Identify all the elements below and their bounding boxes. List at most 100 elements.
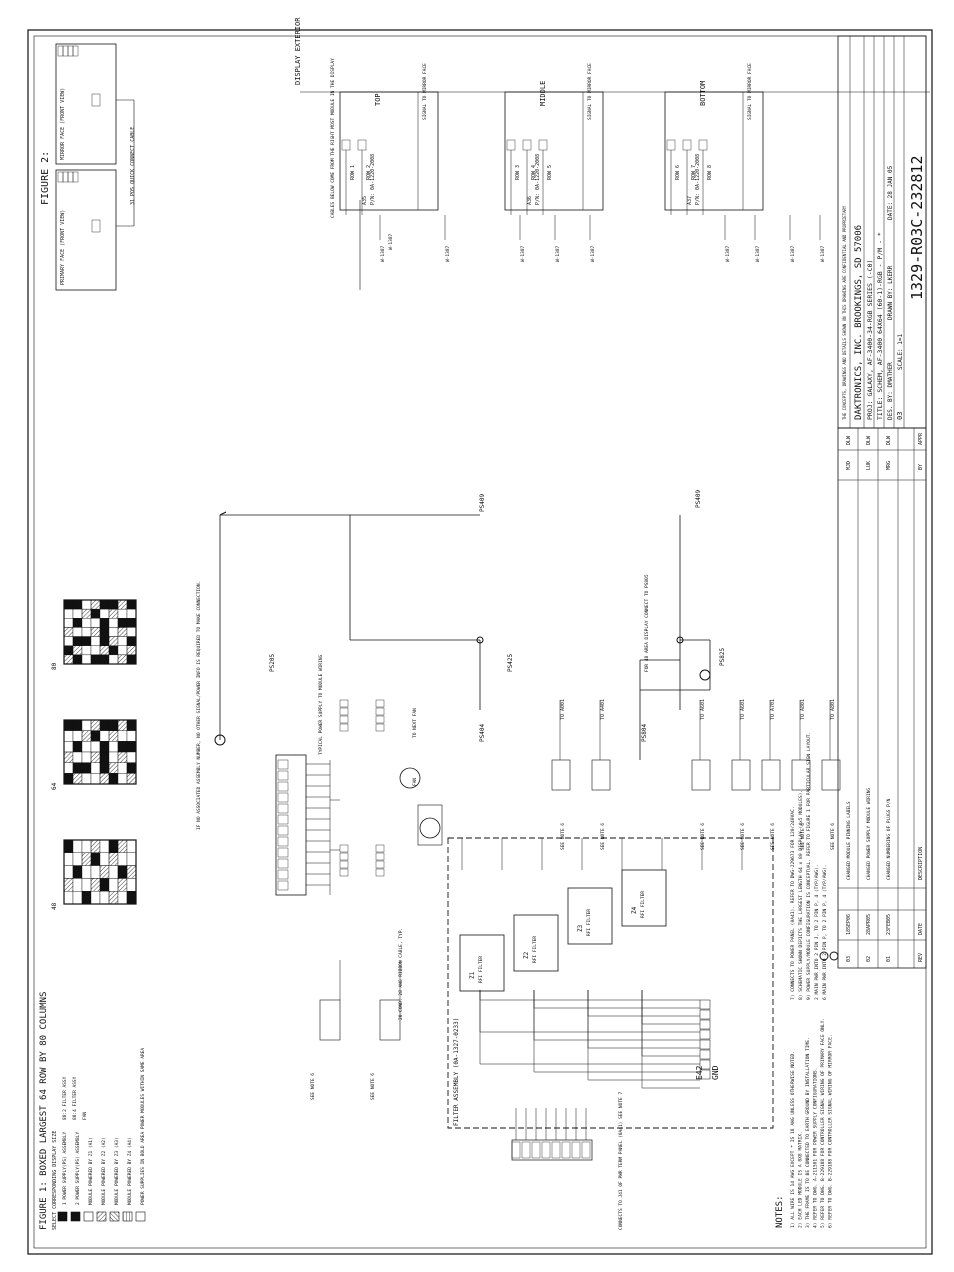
rev-date-header: DATE bbox=[918, 923, 924, 935]
pin-cell bbox=[57, 171, 64, 183]
module-plug bbox=[375, 860, 385, 869]
module-row-label: ROW 6 bbox=[675, 165, 681, 180]
pin-cell bbox=[72, 171, 79, 183]
module-plug bbox=[339, 699, 349, 708]
power-supply-block: TYPICAL POWER SUPPLY TO MODULE WIRING bbox=[275, 654, 385, 896]
harness-plug bbox=[731, 759, 751, 791]
module-cell bbox=[63, 730, 74, 742]
module-cell bbox=[81, 878, 92, 892]
harness-plug bbox=[791, 759, 811, 791]
input-pin bbox=[581, 1141, 591, 1159]
module-cell bbox=[90, 773, 101, 785]
filter-ref: Z2 bbox=[523, 951, 530, 959]
module-part-number: P/N: 0A-1220-2008 bbox=[370, 154, 376, 205]
row-connector bbox=[538, 139, 548, 151]
legend-entry: MODULE POWERED BY Z2 (A2) bbox=[101, 1137, 107, 1205]
module-cell bbox=[63, 645, 74, 656]
note-line: 1) ALL WIRE IS 14 AWG EXCEPT * IS 18 AWG… bbox=[790, 1051, 796, 1228]
primary-face-box bbox=[55, 169, 117, 291]
module-cell bbox=[63, 618, 74, 628]
wire-label: W-1387 bbox=[590, 245, 596, 262]
module-cell bbox=[117, 852, 128, 866]
input-connector: CONNECTS TO J41 OF PWR TERM PANEL (0A41)… bbox=[511, 1092, 624, 1230]
module-cell bbox=[72, 645, 83, 656]
module-cell bbox=[81, 839, 92, 854]
input-pin bbox=[511, 1141, 521, 1159]
module-cell bbox=[117, 719, 128, 731]
module-part-number: P/N: 0A-1220-2008 bbox=[695, 154, 701, 205]
harness-plug bbox=[821, 759, 841, 791]
rev-number: 01 bbox=[886, 956, 892, 962]
module-cell bbox=[108, 719, 119, 731]
note-line: 4) REFER TO DWG. A-211501 FOR POWER SUPP… bbox=[813, 1068, 819, 1228]
rev-date: 23FEB05 bbox=[886, 914, 892, 935]
module-cell bbox=[108, 618, 119, 628]
drawing-number: 1329-R03C-232812 bbox=[908, 156, 926, 301]
filter-ref: Z4 bbox=[631, 906, 638, 914]
module-cell bbox=[99, 878, 110, 892]
row-connector bbox=[506, 139, 516, 151]
module-cell bbox=[90, 618, 101, 628]
module-cell bbox=[63, 773, 74, 785]
input-pin bbox=[571, 1141, 581, 1159]
note-line: 6 MAIN PWR INTO 2 PIN P, TO 2 PIN P, 4 (… bbox=[822, 864, 828, 1000]
module-cell bbox=[108, 627, 119, 637]
row-connector bbox=[357, 139, 367, 151]
module-cell bbox=[126, 719, 137, 731]
display-outline bbox=[63, 719, 137, 785]
notes-title: NOTES: bbox=[775, 1195, 785, 1228]
module-cell bbox=[72, 852, 83, 866]
see-note-label: SEE NOTE 6 bbox=[830, 823, 836, 850]
e42-label: E42 bbox=[695, 1065, 704, 1080]
module-cell bbox=[72, 730, 83, 742]
module-cell bbox=[126, 627, 137, 637]
see-note-label: SEE NOTE 6 bbox=[600, 823, 606, 850]
ground-terminal bbox=[699, 1009, 711, 1020]
legend-extra: 88:4 FILTER ASSY bbox=[72, 1076, 78, 1120]
gnd-label: GND bbox=[711, 1065, 720, 1080]
rev-number: 03 bbox=[846, 956, 852, 962]
module-cell bbox=[81, 865, 92, 879]
module-cell bbox=[72, 741, 83, 753]
legend-entry: MODULE POWERED BY Z4 (A4) bbox=[127, 1137, 133, 1205]
module-cell bbox=[99, 741, 110, 753]
drawn-by-text: DRAWN BY: LKERR bbox=[887, 265, 894, 320]
module-cell bbox=[126, 762, 137, 774]
module-row-label: ROW 3 bbox=[515, 165, 521, 180]
scale-text: SCALE: 1=1 bbox=[897, 333, 904, 370]
wire-label: W-1387 bbox=[755, 245, 761, 262]
module-cell bbox=[117, 730, 128, 742]
module-cell bbox=[63, 627, 74, 637]
module-cell bbox=[126, 891, 137, 905]
module-cell bbox=[72, 608, 83, 619]
rev-header: REV bbox=[918, 953, 924, 962]
module-cell bbox=[63, 891, 74, 905]
module-cell bbox=[90, 741, 101, 753]
rev-description: CHANGED MODULE PINNING LABELS bbox=[846, 801, 852, 880]
filter-subtitle: RFI FILTER bbox=[586, 909, 592, 936]
module-cell bbox=[72, 773, 83, 785]
module-cell bbox=[99, 618, 110, 628]
module-cell bbox=[81, 730, 92, 742]
module-cell bbox=[81, 751, 92, 763]
rev-date: 18SEP06 bbox=[846, 914, 852, 935]
wire-label: W-1387 bbox=[820, 245, 826, 262]
module-cell bbox=[63, 751, 74, 763]
quick-connect-label: 31 POS QUICK CONNECT CABLE bbox=[130, 127, 136, 205]
module-ref: A37 bbox=[687, 196, 693, 205]
typical-ps-note: TYPICAL POWER SUPPLY TO MODULE WIRING bbox=[318, 654, 324, 755]
input-pin bbox=[551, 1141, 561, 1159]
figure-2: FIGURE 2: PRIMARY FACE (FRONT VIEW) MIRR… bbox=[40, 43, 136, 291]
note-line: 7) CONNECTS TO POWER PANEL (0A41). REFER… bbox=[790, 806, 796, 1000]
module-cell bbox=[99, 865, 110, 879]
ps-pin bbox=[277, 825, 289, 836]
wire-label: W-1387 bbox=[380, 245, 386, 262]
next-fan-label: TO NEXT FAN bbox=[412, 708, 418, 738]
module-cell bbox=[90, 751, 101, 763]
legend-entry: 1 POWER SUPPLY(PS) ASSEMBLY bbox=[62, 1132, 68, 1205]
module-cell bbox=[117, 599, 128, 610]
ground-terminal bbox=[699, 1039, 711, 1050]
module-cell bbox=[72, 636, 83, 646]
rev-description: CHANGED POWER SUPPLY MODULE WIRING bbox=[866, 788, 872, 880]
module-cell bbox=[90, 719, 101, 731]
